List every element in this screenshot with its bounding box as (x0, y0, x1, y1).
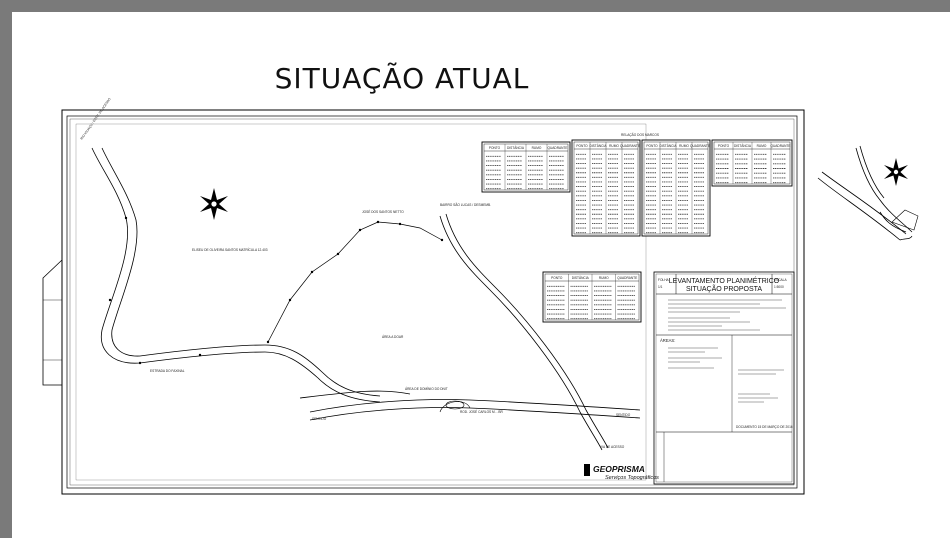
label-road-note: ÁREA DE DOMÍNIO DO DNIT (405, 387, 448, 391)
label-owner-left: ELISEU DE OLIVEIRA SANTOS MATRÍCULA 12.4… (192, 248, 268, 252)
table-header-cell: DISTÂNCIA (507, 146, 525, 150)
table-header-cell: RUMO (609, 144, 619, 148)
coordinate-table: PONTO DISTÂNCIA RUMO QUADRANTE (481, 141, 571, 193)
label-road-bottom: ROD. JOSÉ CARLOS M. - BR (460, 409, 504, 414)
window-frame-top (0, 0, 950, 12)
table-header-cell: PONTO (718, 144, 730, 148)
table-header-cell: QUADRANTE (620, 144, 640, 148)
table-header-cell: QUADRANTE (690, 144, 710, 148)
folha-label: FOLHA (658, 278, 670, 282)
label-area-center: ÁREA A DOAR (382, 335, 404, 339)
date-line: DOCUMENTO 15 DE MARÇO DE 2016 (736, 425, 793, 429)
table-header-cell: QUADRANTE (770, 144, 790, 148)
table-header-cell: DISTÂNCIA (589, 144, 607, 148)
escala-label: ESCALA (774, 278, 787, 282)
table-header-cell: QUADRANTE (617, 276, 637, 280)
company-logo: GEOPRISMA Serviços Topográficos (584, 464, 659, 481)
table-header-cell: RUMO (679, 144, 689, 148)
page-title: SITUAÇÃO ATUAL (274, 62, 530, 95)
window-frame-left (0, 0, 12, 538)
label-owner-top: JOSÉ DOS SANTOS NETTO (362, 209, 404, 214)
table-header-cell: DISTÂNCIA (734, 144, 752, 148)
coordinate-table: PONTO DISTÂNCIA RUMO QUADRANTE (542, 271, 642, 323)
label-owner-right: BAIRRO SÃO LUCAS / DESMEMB. (440, 202, 491, 207)
table-header-cell: RUMO (757, 144, 767, 148)
table-header-cell: RUMO (532, 146, 542, 150)
table-header-cell: PONTO (489, 146, 501, 150)
table-header-cell: RUMO (599, 276, 609, 280)
escala-value: 1:5000 (774, 285, 784, 289)
title-line-2: SITUAÇÃO PROPOSTA (686, 284, 762, 293)
company-name: GEOPRISMA (593, 464, 645, 474)
label-corner-bottom-right-1: SENTIDO (616, 413, 631, 417)
table-header-cell: PONTO (646, 144, 658, 148)
sheet-outer-border (61, 109, 805, 495)
table-header-cell: PONTO (576, 144, 588, 148)
label-road-bottom-left: ESTRADA DO FAXINAL (150, 369, 185, 373)
interchange (439, 400, 471, 413)
north-arrow-icon (200, 188, 228, 220)
sheet-inner-border (66, 115, 798, 489)
table-group-caption: RELAÇÃO DOS MARCOS (621, 132, 659, 137)
table-header-cell: PONTO (551, 276, 563, 280)
folha-value: 1/1 (658, 285, 663, 289)
areas-heading: ÁREAS: (660, 338, 675, 343)
sheet-fold-tab (42, 259, 63, 386)
title-block: FOLHA 1/1 ESCALA 1:5000 LEVANTAMENTO PLA… (584, 271, 795, 485)
table-header-cell: DISTÂNCIA (572, 276, 590, 280)
label-corner-bottom-left: SENTIDO (312, 417, 327, 421)
label-corner-bottom-right-2: VIA DE ACESSO (600, 445, 625, 449)
table-header-cell: DISTÂNCIA (659, 144, 677, 148)
right-road (439, 213, 609, 451)
company-sub: Serviços Topográficos (605, 475, 659, 481)
location-inset-map (817, 145, 919, 241)
property-boundary (267, 221, 443, 343)
inset-north-arrow-icon (884, 158, 908, 186)
highway (299, 390, 641, 421)
table-header-cell: QUADRANTE (547, 146, 567, 150)
label-top-left-note: RIO IGUAÇU / ESTR. DE ACESSO (80, 97, 112, 141)
left-road (91, 147, 381, 403)
title-line-1: LEVANTAMENTO PLANIMÉTRICO (669, 276, 780, 285)
